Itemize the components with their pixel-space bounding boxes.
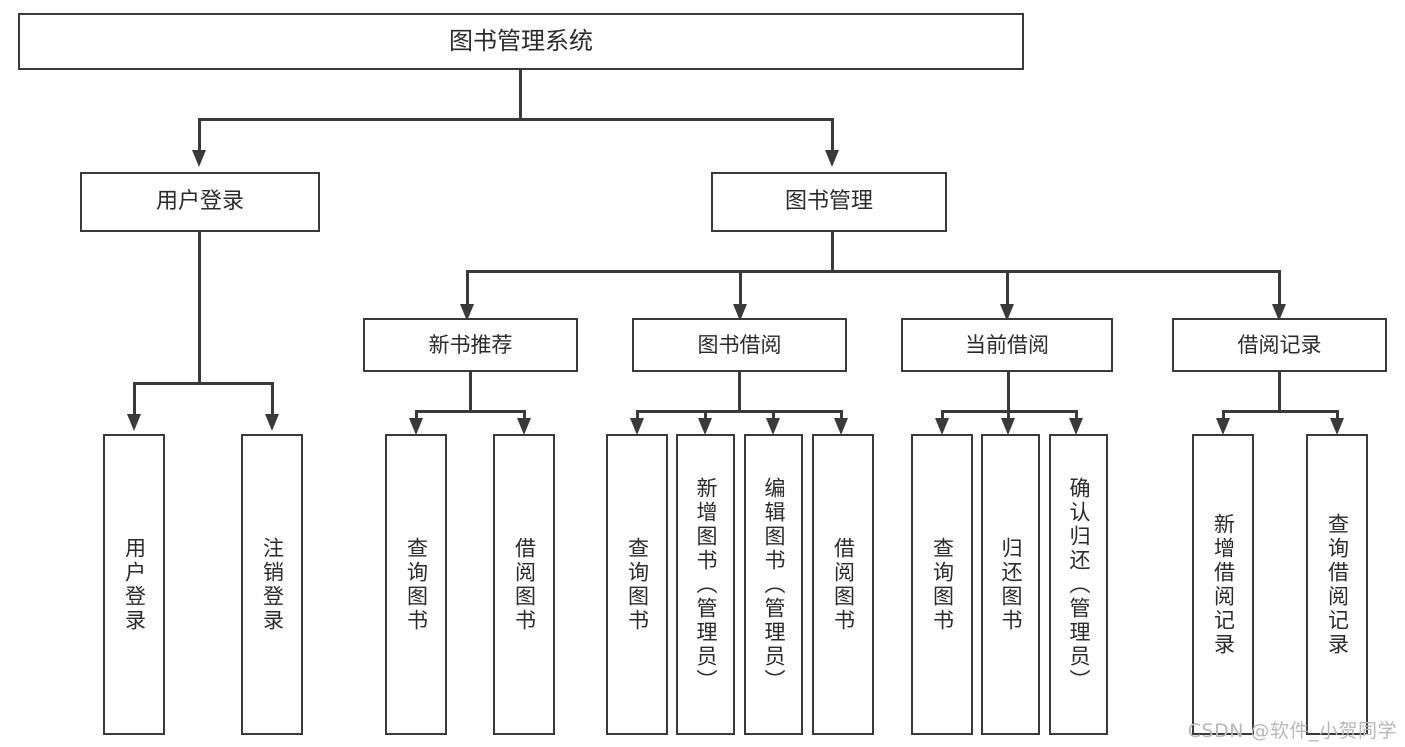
- connector-book-manage-stem: [831, 232, 834, 272]
- node-leaf-query-book-1: 查询图书: [385, 434, 447, 735]
- arrowhead-current-borrow: [1000, 304, 1014, 321]
- node-leaf-return-book: 归还图书: [981, 434, 1040, 735]
- connector-new-book-rec-bar: [415, 410, 525, 413]
- node-current-borrow: 当前借阅: [901, 318, 1113, 372]
- arrowhead-leaf-add-book: [698, 418, 712, 435]
- node-label: 注销登录: [260, 536, 285, 633]
- node-label: 归还图书: [999, 536, 1023, 633]
- node-leaf-add-record: 新增借阅记录: [1192, 434, 1254, 735]
- node-label: 图书管理: [784, 189, 873, 215]
- node-leaf-query-book-2: 查询图书: [606, 434, 668, 735]
- node-leaf-edit-book: 编辑图书（管理员）: [744, 434, 803, 735]
- arrowhead-to-user-login: [192, 150, 206, 167]
- arrowhead-leaf-user-login: [127, 414, 141, 431]
- arrowhead-leaf-borrow-book-2: [834, 418, 848, 435]
- node-label: 用户登录: [122, 536, 147, 633]
- arrowhead-leaf-query-book-2: [630, 418, 644, 435]
- node-leaf-user-login: 用户登录: [103, 434, 165, 735]
- arrowhead-leaf-return-book: [1001, 418, 1015, 435]
- node-label: 新增图书（管理员）: [694, 476, 718, 693]
- node-leaf-query-book-3: 查询图书: [911, 434, 973, 735]
- connector-user-login-drop-2: [271, 382, 274, 416]
- node-borrow-record: 借阅记录: [1172, 318, 1387, 372]
- node-label: 图书借阅: [697, 332, 782, 357]
- connector-book-borrow-bar: [636, 410, 841, 413]
- arrowhead-leaf-query-book-3: [935, 418, 949, 435]
- connector-br-drop-1: [1222, 410, 1225, 420]
- connector-drop-book-borrow: [739, 270, 742, 306]
- node-label: 当前借阅: [965, 332, 1049, 357]
- node-label: 借阅图书: [831, 536, 856, 633]
- connector-nbr-drop-1: [415, 410, 418, 420]
- connector-borrow-record-stem: [1278, 372, 1281, 412]
- arrowhead-leaf-logout: [265, 414, 279, 431]
- watermark-text: CSDN @软件_小贺同学: [1187, 720, 1397, 742]
- node-label: 图书管理系统: [449, 26, 593, 55]
- connector-book-manage-bar: [466, 270, 1280, 273]
- arrowhead-borrow-record: [1272, 304, 1286, 321]
- connector-user-login-drop-1: [133, 382, 136, 416]
- connector-user-login-stem: [198, 232, 201, 384]
- node-leaf-query-record: 查询借阅记录: [1306, 434, 1368, 735]
- arrowhead-leaf-edit-book: [766, 418, 780, 435]
- connector-drop-current-borrow: [1006, 270, 1009, 306]
- connector-cb-drop-3: [1075, 410, 1078, 420]
- arrowhead-leaf-add-record: [1216, 418, 1230, 435]
- connector-root-bar: [198, 118, 833, 121]
- node-label: 查询图书: [625, 536, 650, 633]
- arrowhead-leaf-query-record: [1330, 418, 1344, 435]
- arrowhead-leaf-query-book-1: [409, 418, 423, 435]
- node-label: 借阅图书: [512, 536, 537, 633]
- connector-root-stem: [519, 70, 522, 120]
- connector-cb-drop-2: [1007, 410, 1010, 420]
- node-label: 查询图书: [930, 536, 955, 633]
- arrowhead-book-borrow: [733, 304, 747, 321]
- connector-bb-drop-3: [772, 410, 775, 420]
- node-label: 查询图书: [404, 536, 429, 633]
- connector-to-user-login: [198, 118, 201, 152]
- node-label: 新增借阅记录: [1211, 512, 1236, 657]
- connector-new-book-rec-stem: [469, 372, 472, 412]
- connector-drop-new-book-rec: [466, 270, 469, 306]
- node-label: 确认归还（管理员）: [1067, 476, 1091, 693]
- connector-nbr-drop-2: [523, 410, 526, 420]
- arrowhead-leaf-confirm-return: [1069, 418, 1083, 435]
- connector-to-book-manage: [831, 118, 834, 152]
- node-label: 新书推荐: [428, 332, 513, 357]
- node-user-login: 用户登录: [80, 172, 320, 232]
- connector-bb-drop-1: [636, 410, 639, 420]
- arrowhead-leaf-borrow-book-1: [517, 418, 531, 435]
- node-leaf-logout: 注销登录: [241, 434, 303, 735]
- connector-br-drop-2: [1336, 410, 1339, 420]
- node-book-manage: 图书管理: [711, 172, 947, 232]
- connector-book-borrow-stem: [738, 372, 741, 412]
- node-label: 用户登录: [155, 189, 244, 215]
- node-label: 编辑图书（管理员）: [762, 476, 786, 693]
- connector-current-borrow-stem: [1007, 372, 1010, 412]
- connector-bb-drop-2: [704, 410, 707, 420]
- connector-borrow-record-bar: [1222, 410, 1338, 413]
- node-leaf-borrow-book-2: 借阅图书: [812, 434, 874, 735]
- node-root-system: 图书管理系统: [18, 13, 1024, 70]
- node-new-book-rec: 新书推荐: [363, 318, 578, 372]
- connector-cb-drop-1: [941, 410, 944, 420]
- arrowhead-to-book-manage: [825, 150, 839, 167]
- node-leaf-borrow-book-1: 借阅图书: [493, 434, 555, 735]
- arrowhead-new-book-rec: [460, 304, 474, 321]
- connector-drop-borrow-record: [1278, 270, 1281, 306]
- connector-bb-drop-4: [840, 410, 843, 420]
- node-leaf-add-book: 新增图书（管理员）: [676, 434, 735, 735]
- connector-user-login-bar: [133, 382, 273, 385]
- node-label: 借阅记录: [1237, 332, 1322, 357]
- node-leaf-confirm-return: 确认归还（管理员）: [1049, 434, 1108, 735]
- node-label: 查询借阅记录: [1325, 512, 1350, 657]
- node-book-borrow: 图书借阅: [632, 318, 847, 372]
